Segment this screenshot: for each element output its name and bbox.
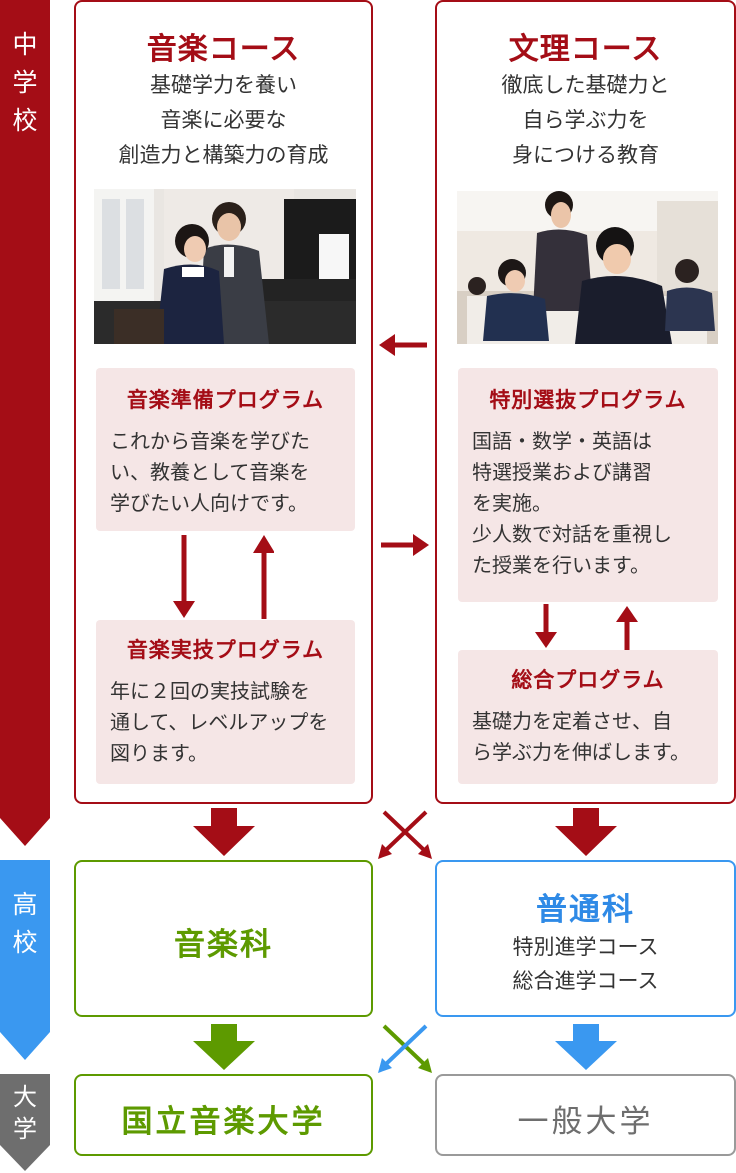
music-practical-program-title: 音楽実技プログラム xyxy=(126,638,325,662)
music-department-box: 音楽科 xyxy=(74,860,373,1017)
music-prep-program: 音楽準備プログラム これから音楽を学びた い、教養として音楽を 学びたい人向けで… xyxy=(96,368,355,531)
kunitachi-college-of-music-box: 国立音楽大学 xyxy=(74,1074,373,1156)
music-program-switch-arrows xyxy=(173,535,274,619)
arrow-down-icon xyxy=(173,535,195,618)
arrow-right-icon xyxy=(381,534,429,556)
arrow-down-icon xyxy=(193,1024,255,1070)
university-stage-arrow xyxy=(0,1074,50,1171)
arrow-down-icon xyxy=(535,604,557,648)
science-general-program-text: 基礎力を定着させ、自 ら学ぶ力を伸ばします。 xyxy=(472,709,690,764)
classroom-photo xyxy=(457,191,718,344)
science-special-program-title: 特別選抜プログラム xyxy=(489,388,687,412)
general-department-title: 普通科 xyxy=(536,892,635,928)
stage-label-junior: 中 学 校 xyxy=(12,30,38,135)
general-department-box: 普通科 特別進学コース 総合進学コース xyxy=(435,860,736,1017)
music-practical-program: 音楽実技プログラム 年に２回の実技試験を 通して、レベルアップを 図ります。 xyxy=(96,620,355,784)
piano-lesson-photo xyxy=(94,189,356,344)
kunitachi-college-of-music-label: 国立音楽大学 xyxy=(121,1104,326,1140)
arrow-down-icon xyxy=(193,808,255,856)
cross-arrows-icon xyxy=(378,810,432,859)
science-course-description: 徹底した基礎力と 自ら学ぶ力を 身につける教育 xyxy=(501,73,670,167)
music-practical-program-text: 年に２回の実技試験を 通して、レベルアップを 図ります。 xyxy=(110,679,329,765)
music-prep-program-text: これから音楽を学びた い、教養として音楽を 学びたい人向けです。 xyxy=(110,429,310,515)
cross-arrows-icon xyxy=(378,1024,432,1073)
science-course-box: 文理コース 徹底した基礎力と 自ら学ぶ力を 身につける教育 特別選抜プログラム … xyxy=(435,0,736,804)
junior-stage-arrow xyxy=(0,0,50,846)
music-course-title: 音楽コース xyxy=(146,32,301,67)
stage-label-high: 高 校 xyxy=(12,890,38,957)
science-general-program: 総合プログラム 基礎力を定着させ、自 ら学ぶ力を伸ばします。 xyxy=(458,650,718,784)
stage-bar xyxy=(0,0,50,1171)
science-course-title: 文理コース xyxy=(508,32,663,67)
arrow-left-icon xyxy=(379,334,427,356)
music-prep-program-title: 音楽準備プログラム xyxy=(126,388,325,412)
general-university-label: 一般大学 xyxy=(517,1104,654,1140)
general-university-box: 一般大学 xyxy=(435,1074,736,1156)
science-program-switch-arrows xyxy=(535,604,638,650)
science-special-program: 特別選抜プログラム 国語・数学・英語は 特選授業および講習 を実施。 少人数で対… xyxy=(458,368,718,602)
general-department-tracks: 特別進学コース 総合進学コース xyxy=(512,935,659,993)
science-general-program-title: 総合プログラム xyxy=(511,668,665,692)
arrow-up-icon xyxy=(616,606,638,650)
high-stage-arrow xyxy=(0,860,50,1060)
arrow-down-icon xyxy=(555,1024,617,1070)
music-course-description: 基礎学力を養い 音楽に必要な 創造力と構築力の育成 xyxy=(118,73,329,167)
science-special-program-text: 国語・数学・英語は 特選授業および講習 を実施。 少人数で対話を重視し た授業を… xyxy=(472,429,672,577)
arrow-up-icon xyxy=(253,535,274,619)
music-course-box: 音楽コース 基礎学力を養い 音楽に必要な 創造力と構築力の育成 音楽準備プログラ… xyxy=(74,0,373,804)
arrow-down-icon xyxy=(555,808,617,856)
music-department-title: 音楽科 xyxy=(174,927,273,963)
stage-label-university: 大 学 xyxy=(13,1083,37,1143)
